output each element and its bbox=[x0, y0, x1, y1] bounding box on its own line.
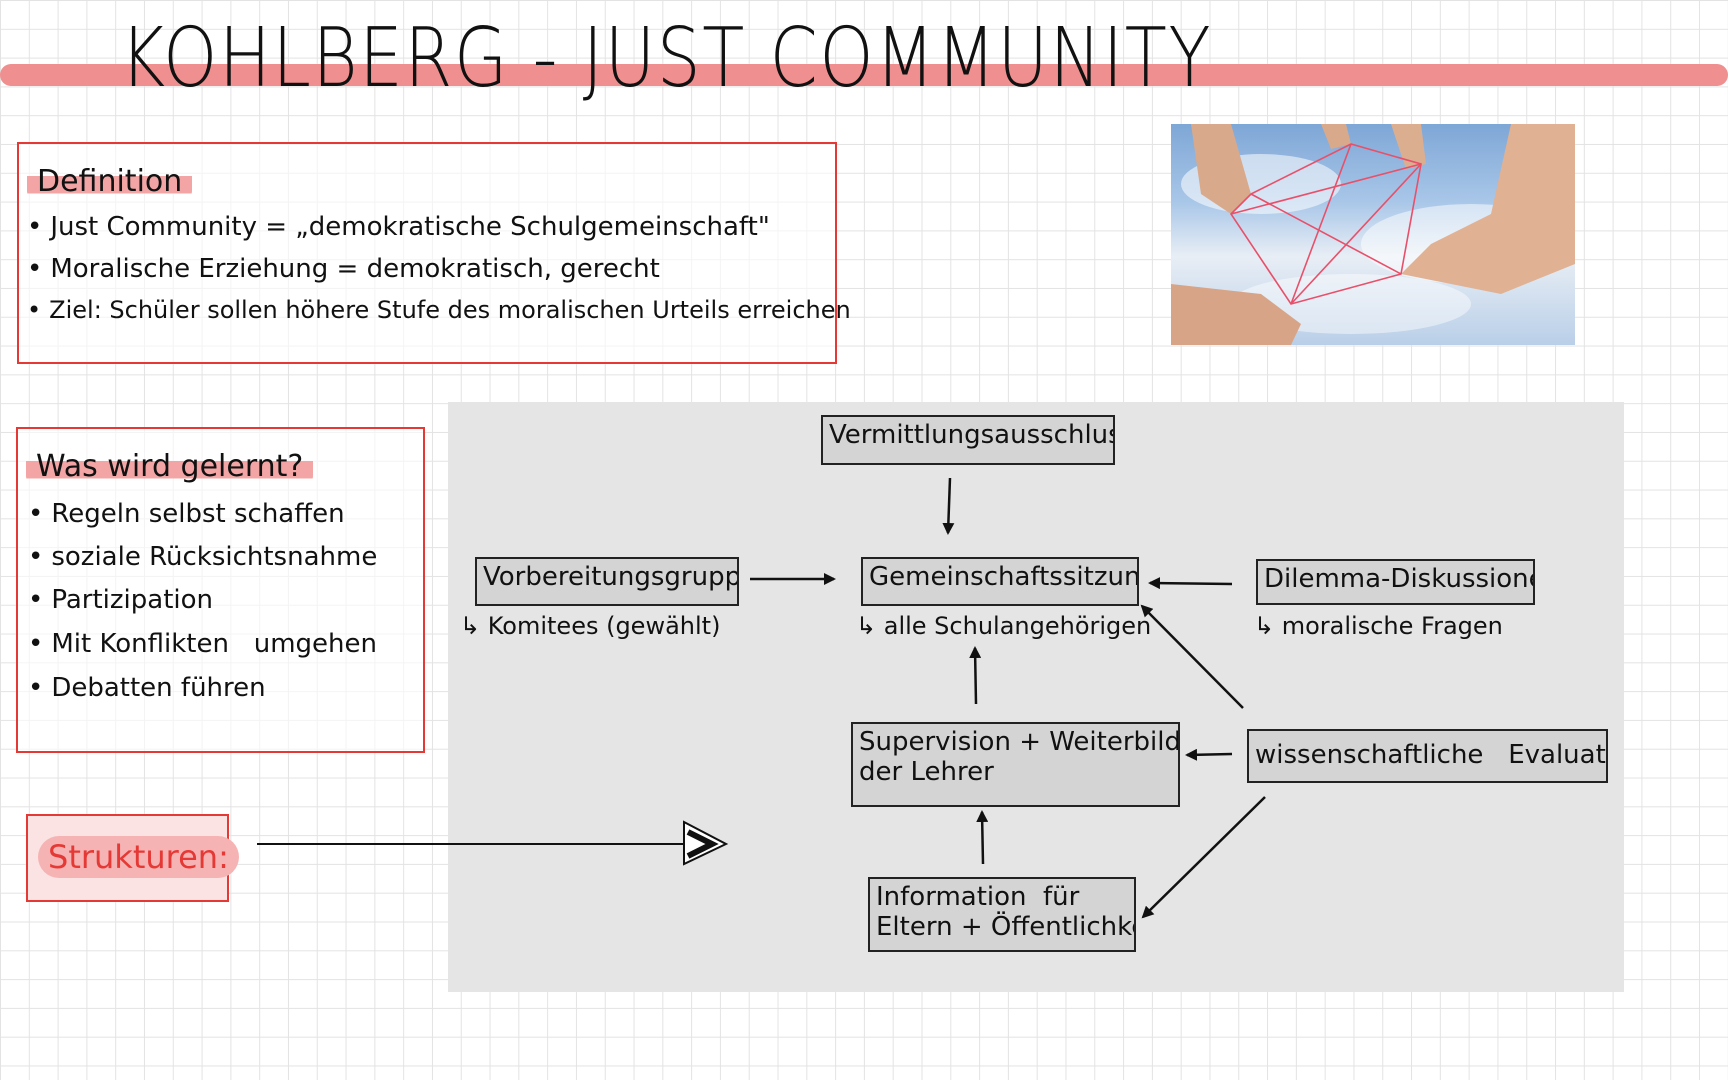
hands-string-photo bbox=[1171, 124, 1575, 345]
learned-bullet: Regeln selbst schaffen bbox=[28, 499, 344, 529]
title-highlight-bar bbox=[0, 64, 1728, 86]
node-label-line1: Information für bbox=[876, 882, 1080, 912]
node-evaluation: wissenschaftliche Evaluation bbox=[1247, 729, 1608, 783]
learned-bullet: soziale Rücksichtsnahme bbox=[28, 542, 377, 572]
definition-bullet: Moralische Erziehung = demokratisch, ger… bbox=[27, 254, 660, 284]
learned-bullet: Debatten führen bbox=[28, 673, 265, 703]
node-label: Gemeinschaftssitzung bbox=[869, 562, 1139, 592]
arrow-evaluation-to-gemeinschaft bbox=[1140, 604, 1244, 709]
learned-bullet: Partizipation bbox=[28, 585, 213, 615]
node-vermittlungsausschluss: Vermittlungsausschluss bbox=[821, 415, 1115, 465]
node-information: Information für Eltern + Öffentlichkeit bbox=[868, 877, 1136, 952]
node-label: Vorbereitungsgruppen bbox=[483, 562, 737, 592]
node-label-line2: Eltern + Öffentlichkeit bbox=[876, 911, 1136, 942]
page-title: KOHLBERG - JUST COMMUNITY bbox=[120, 11, 1213, 106]
learned-bullet: Mit Konflikten umgehen bbox=[28, 629, 377, 659]
node-supervision: Supervision + Weiterbildung der Lehrer bbox=[851, 722, 1180, 807]
definition-bullet: Ziel: Schüler sollen höhere Stufe des mo… bbox=[27, 296, 851, 324]
node-vorbereitungsgruppen: Vorbereitungsgruppen bbox=[475, 557, 739, 606]
hands-string-illustration bbox=[1171, 124, 1575, 345]
node-subtitle-moralische-fragen: ↳ moralische Fragen bbox=[1254, 612, 1503, 640]
node-dilemma-diskussionen: Dilemma-Diskussionen bbox=[1256, 559, 1535, 605]
node-label: Dilemma-Diskussionen bbox=[1264, 564, 1535, 594]
node-label-line1: Supervision + Weiterbildung bbox=[859, 727, 1180, 757]
node-label-line2: der Lehrer bbox=[859, 756, 994, 787]
node-label: wissenschaftliche Evaluation bbox=[1255, 740, 1608, 770]
definition-heading: Definition bbox=[27, 164, 193, 199]
node-gemeinschaftssitzung: Gemeinschaftssitzung bbox=[861, 557, 1139, 606]
learned-box: Was wird gelernt? Regeln selbst schaffen… bbox=[16, 427, 425, 753]
node-subtitle-komitees: ↳ Komitees (gewählt) bbox=[460, 612, 721, 640]
arrow-information-to-supervision bbox=[976, 810, 989, 865]
arrow-evaluation-to-information bbox=[1141, 796, 1266, 919]
definition-box: Definition Just Community = „demokratisc… bbox=[17, 142, 851, 364]
arrow-evaluation-to-supervision bbox=[1185, 748, 1233, 761]
structures-box: Strukturen: bbox=[26, 814, 239, 902]
structures-label: Strukturen: bbox=[38, 836, 239, 878]
node-label: Vermittlungsausschluss bbox=[829, 420, 1115, 450]
arrow-vermittlung-to-gemeinschaft bbox=[942, 477, 955, 535]
arrow-supervision-to-gemeinschaft bbox=[969, 646, 982, 705]
learned-heading: Was wird gelernt? bbox=[26, 449, 314, 484]
node-subtitle-schulangehoerige: ↳ alle Schulangehörigen bbox=[856, 612, 1152, 640]
definition-bullet: Just Community = „demokratische Schulgem… bbox=[27, 212, 769, 242]
arrow-dilemma-to-gemeinschaft bbox=[1148, 577, 1233, 590]
